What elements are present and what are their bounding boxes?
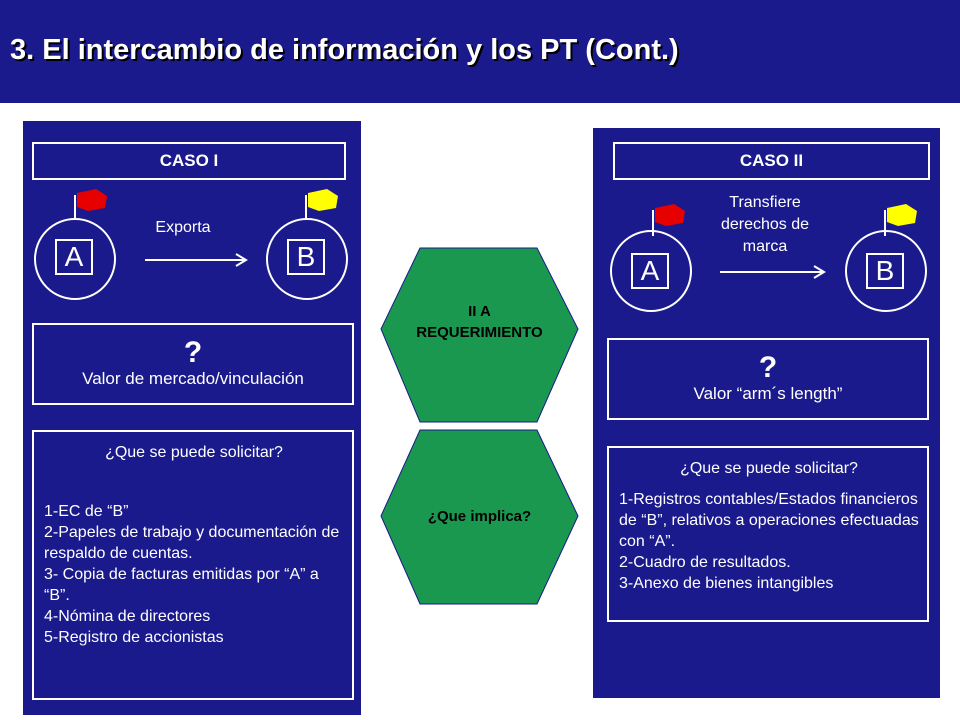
- slide-title: 3. El intercambio de información y los P…: [10, 34, 679, 66]
- node-b-box: B: [287, 239, 325, 275]
- implication-label: ¿Que implica?: [427, 508, 532, 525]
- list-item: 2-Cuadro de resultados.: [619, 554, 791, 571]
- question-box: ? Valor “arm´s length”: [607, 338, 929, 420]
- list-item: 1-EC de “B”: [44, 503, 129, 520]
- red-flag-icon: [652, 204, 685, 236]
- question-subtitle: Valor de mercado/vinculación: [82, 369, 304, 388]
- exporta-label: Exporta: [155, 219, 211, 236]
- list-item: 4-Nómina de directores: [44, 608, 211, 625]
- node-a-box: A: [631, 253, 669, 289]
- question-subtitle: Valor “arm´s length”: [693, 384, 843, 403]
- node-b-box: B: [866, 253, 904, 289]
- list-item: 5-Registro de accionistas: [44, 629, 224, 646]
- question-box: ? Valor de mercado/vinculación: [32, 323, 354, 405]
- question-mark: ?: [183, 336, 203, 369]
- transfer-label: Transfiere derechos de marca: [720, 194, 810, 255]
- request-list-title: ¿Que se puede solicitar?: [680, 460, 858, 477]
- arrow-right-icon: [720, 265, 826, 279]
- question-mark: ?: [758, 351, 778, 384]
- node-a-box: A: [55, 239, 93, 275]
- list-item: 3- Copia de facturas emitidas por “A” a …: [44, 566, 319, 604]
- case-two-panel: CASO II A B Transfiere derechos de marca…: [593, 128, 940, 698]
- yellow-flag-icon: [305, 189, 338, 219]
- node-a-circle: [610, 230, 692, 312]
- implication-hexagon: [380, 429, 579, 605]
- list-item: 1-Registros contables/Estados financiero…: [619, 491, 919, 550]
- red-flag-icon: [74, 189, 107, 219]
- list-item: 2-Papeles de trabajo y documentación de …: [44, 524, 340, 562]
- request-list-title: ¿Que se puede solicitar?: [105, 444, 283, 461]
- case-two-label: CASO II: [613, 142, 930, 180]
- title-bar: 3. El intercambio de información y los P…: [0, 0, 960, 103]
- list-item: 3-Anexo de bienes intangibles: [619, 575, 834, 592]
- arrow-right-icon: [145, 253, 248, 267]
- request-list-box: ¿Que se puede solicitar? 1-EC de “B” 2-P…: [32, 430, 354, 700]
- yellow-flag-icon: [884, 204, 917, 236]
- requirement-hexagon: [380, 247, 579, 423]
- requirement-label: II A REQUERIMIENTO: [416, 303, 543, 341]
- request-list-box: ¿Que se puede solicitar? 1-Registros con…: [607, 446, 929, 622]
- case-one-panel: CASO I A B Exporta ? Valor de mercado/vi…: [23, 121, 361, 715]
- case-one-label: CASO I: [32, 142, 346, 180]
